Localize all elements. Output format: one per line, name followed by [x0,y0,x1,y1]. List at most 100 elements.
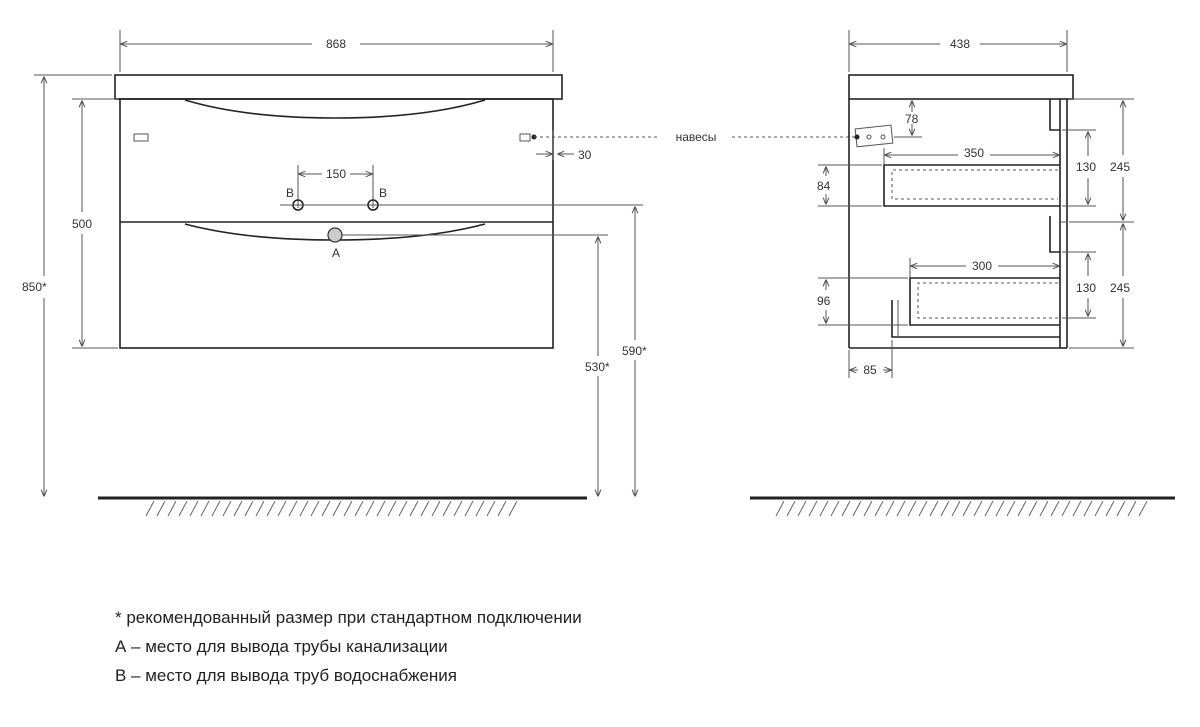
floor-hatch-mark [475,500,485,517]
floor-hatch-mark [233,500,243,517]
pipe-b-right-label: B [379,186,387,200]
dim-top-drawer-depth-350: 350 [964,146,984,160]
floor-hatch-mark [808,500,818,517]
floor-hatch-mark [464,500,474,517]
front-floor-hatching [145,500,518,517]
floor-hatch-mark [841,500,851,517]
floor-hatch-mark [874,500,884,517]
floor-hatch-mark [852,500,862,517]
side-view: 438 78 350 84 130 245 300 [750,30,1175,517]
floor-hatch-mark [984,500,994,517]
floor-hatch-mark [995,500,1005,517]
floor-hatch-mark [486,500,496,517]
floor-hatch-mark [277,500,287,517]
dim-bottom-drawer-depth-300: 300 [972,259,992,273]
dim-depth-438: 438 [950,37,970,51]
floor-hatch-mark [387,500,397,517]
dim-bottom-drawer-side-96: 96 [817,294,831,308]
floor-hatch-mark [255,500,265,517]
floor-hatch-mark [973,500,983,517]
dim-top-section-245: 245 [1110,160,1130,174]
floor-hatch-mark [343,500,353,517]
front-hinge-right-marker [519,133,531,142]
floor-hatch-mark [1127,500,1137,517]
top-drawer-box [883,164,1060,207]
floor-hatch-mark [310,500,320,517]
side-countertop [848,74,1074,100]
side-hinge-bracket [854,124,894,148]
front-cabinet-body [119,98,554,349]
floor-hatch-mark [819,500,829,517]
floor-hatch-mark [266,500,276,517]
front-countertop [114,74,563,100]
floor-hatch-mark [189,500,199,517]
floor-hatch-mark [863,500,873,517]
floor-hatch-mark [775,500,785,517]
floor-hatch-mark [1138,500,1148,517]
floor-hatch-mark [1061,500,1071,517]
floor-hatch-mark [1105,500,1115,517]
floor-hatch-mark [365,500,375,517]
dim-width-868: 868 [326,37,346,51]
floor-hatch-mark [1072,500,1082,517]
floor-hatch-mark [1050,500,1060,517]
floor-hatch-mark [896,500,906,517]
floor-hatch-mark [929,500,939,517]
side-floor-hatching [775,500,1148,517]
pipe-b-left-label: B [286,186,294,200]
floor-hatch-mark [508,500,518,517]
floor-hatch-mark [442,500,452,517]
dim-back-offset-85: 85 [863,363,877,377]
dim-drain-height-530: 530* [585,360,610,374]
floor-hatch-mark [178,500,188,517]
dim-bottom-drawer-height-130: 130 [1076,281,1096,295]
floor-hatch-mark [1006,500,1016,517]
floor-hatch-mark [918,500,928,517]
floor-hatch-mark [211,500,221,517]
note-drain-pipe: А – место для вывода трубы канализации [115,637,448,656]
floor-hatch-mark [409,500,419,517]
floor-hatch-mark [321,500,331,517]
floor-hatch-mark [288,500,298,517]
floor-hatch-mark [354,500,364,517]
floor-hatch-mark [786,500,796,517]
floor-hatch-mark [376,500,386,517]
front-hinge-left-marker [133,133,149,142]
drain-pipe [327,227,343,243]
floor-hatch-mark [398,500,408,517]
floor-hatch-mark [145,500,155,517]
floor-hatch-mark [951,500,961,517]
hinges-label: навесы [676,130,717,144]
dim-hinge-height-78: 78 [905,112,919,126]
side-back-profile [891,300,1060,338]
bottom-drawer-box [909,277,1060,326]
floor-hatch-mark [1028,500,1038,517]
dim-hinge-offset-30: 30 [578,148,592,162]
floor-hatch-mark [830,500,840,517]
dim-total-height-850: 850* [22,280,47,294]
floor-hatch-mark [885,500,895,517]
note-recommended-size: * рекомендованный размер при стандартном… [115,608,582,627]
dim-cabinet-height-500: 500 [72,217,92,231]
floor-hatch-mark [200,500,210,517]
floor-hatch-mark [299,500,309,517]
floor-hatch-mark [453,500,463,517]
dim-bottom-section-245: 245 [1110,281,1130,295]
front-view: 868 850* 500 30 150 B B A [22,30,647,517]
floor-hatch-mark [156,500,166,517]
floor-hatch-mark [332,500,342,517]
floor-hatch-mark [1116,500,1126,517]
floor-hatch-mark [907,500,917,517]
floor-hatch-mark [1017,500,1027,517]
floor-hatch-mark [962,500,972,517]
floor-hatch-mark [1083,500,1093,517]
floor-hatch-mark [497,500,507,517]
dim-top-drawer-side-84: 84 [817,179,831,193]
drain-a-label: A [332,246,340,260]
floor-hatch-mark [244,500,254,517]
dim-top-drawer-height-130: 130 [1076,160,1096,174]
front-top-handle-curve [184,99,486,119]
floor-hatch-mark [940,500,950,517]
legend-notes: * рекомендованный размер при стандартном… [115,603,582,690]
